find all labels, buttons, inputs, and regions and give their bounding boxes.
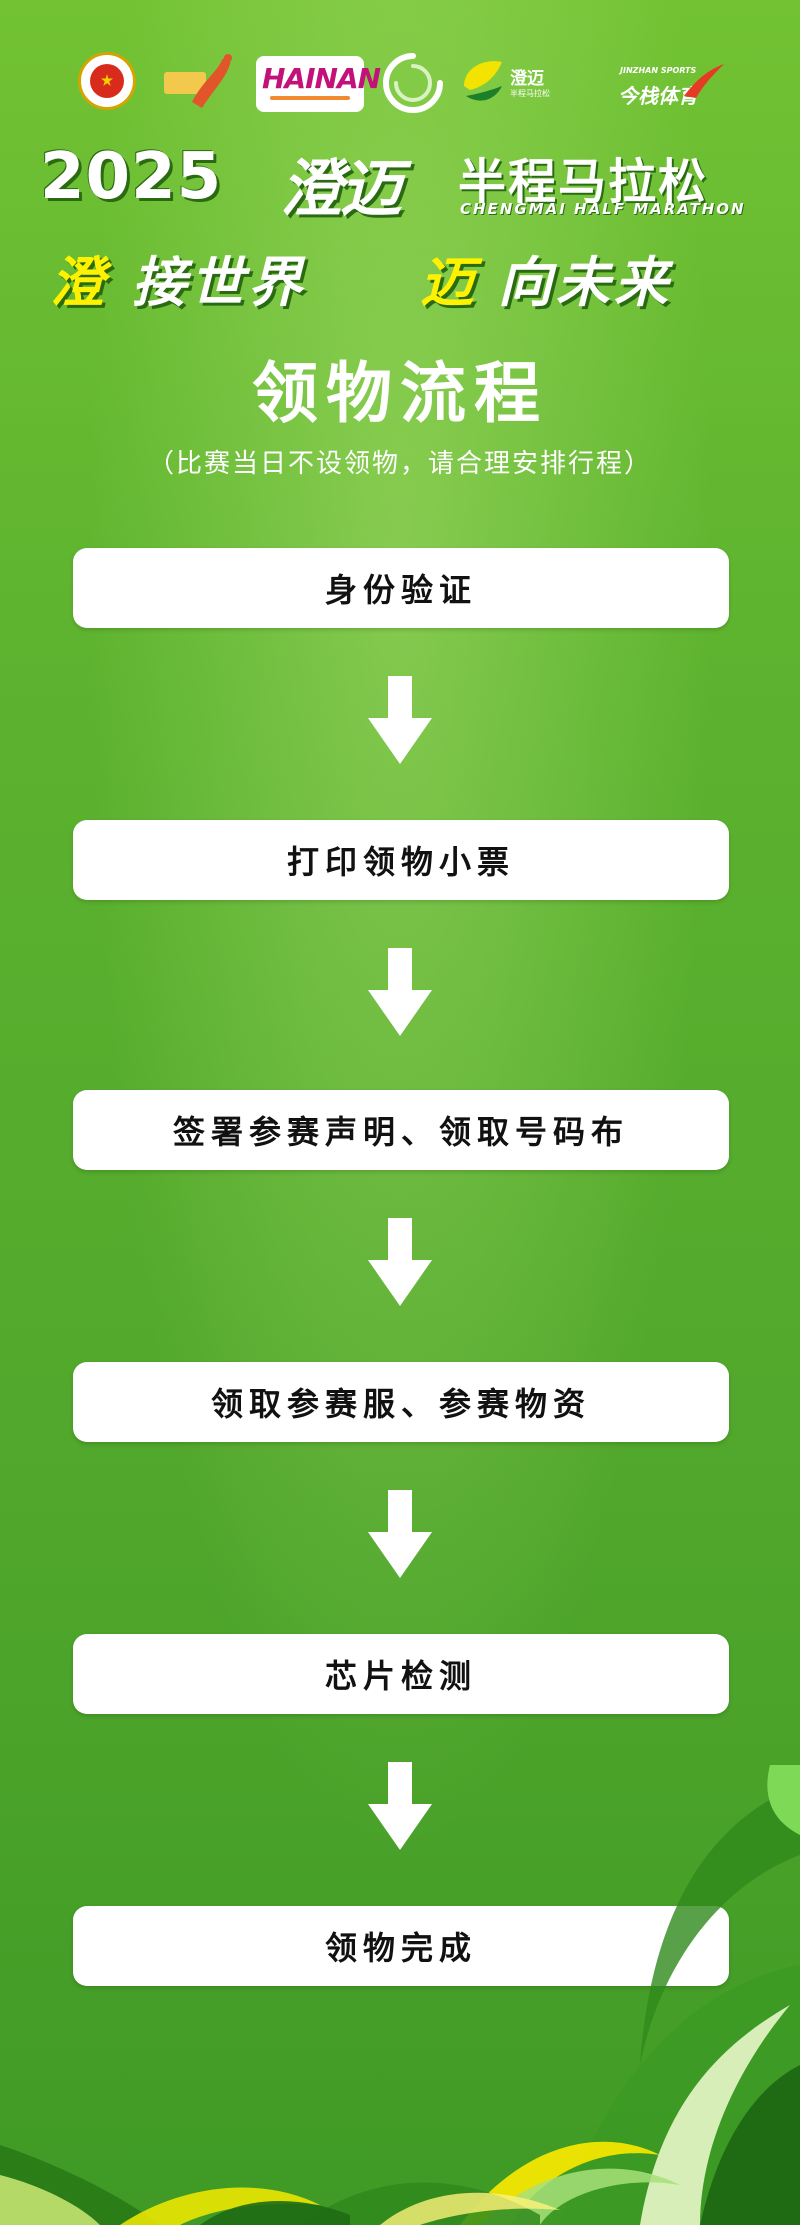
event-title: 2025 澄迈 半程马拉松 CHENGMAI HALF MARATHON [40, 138, 760, 228]
slogan: 澄 接世界 迈 向未来 [50, 238, 750, 314]
leaf-logo-icon [464, 61, 502, 101]
event-race-cn: 半程马拉松 [458, 154, 709, 210]
step-box: 签署参赛声明、领取号码布 [73, 1090, 729, 1170]
down-arrow-icon [368, 1762, 432, 1850]
down-arrow-icon [368, 1218, 432, 1306]
hainan-logo: HAINAN [256, 56, 381, 112]
hainan-logo-text: HAINAN [262, 62, 381, 95]
chengmai-logo-label: 澄迈 [510, 69, 544, 89]
slogan-part2-rest: 向未来 [498, 251, 672, 314]
chengmai-logo-sub: 半程马拉松 [510, 89, 550, 98]
chengmai-swirl-logo-icon [383, 53, 443, 113]
swoosh-icon [684, 64, 724, 98]
event-brand: 澄迈 [280, 152, 402, 225]
down-arrow-icon [368, 948, 432, 1036]
down-arrow-icon [368, 676, 432, 764]
step-box: 打印领物小票 [73, 820, 729, 900]
sponsor-logos: HAINAN 澄迈 半程马拉松 JINZHAN SPORTS 今栈体育 [70, 52, 750, 122]
page-note: （比赛当日不设领物，请合理安排行程） [147, 449, 652, 479]
step-box: 领取参赛服、参赛物资 [73, 1362, 729, 1442]
chengmai-half-logo: 澄迈 半程马拉松 [460, 52, 580, 114]
jinzhan-logo: JINZHAN SPORTS 今栈体育 [602, 52, 724, 112]
step-box: 芯片检测 [73, 1634, 729, 1714]
slogan-part2-lead: 迈 [420, 251, 478, 314]
runner-logo-icon [164, 54, 232, 108]
down-arrow-icon [368, 1490, 432, 1578]
event-year: 2025 [40, 140, 223, 214]
step-box: 身份验证 [73, 548, 729, 628]
page-title: 领物流程 [252, 355, 548, 432]
slogan-part1-rest: 接世界 [132, 251, 306, 314]
caa-logo-icon [78, 52, 136, 110]
step-box: 领物完成 [73, 1906, 729, 1986]
event-race-en: CHENGMAI HALF MARATHON [460, 200, 746, 218]
slogan-part1-lead: 澄 [50, 251, 108, 314]
jinzhan-logo-en: JINZHAN SPORTS [620, 66, 697, 75]
